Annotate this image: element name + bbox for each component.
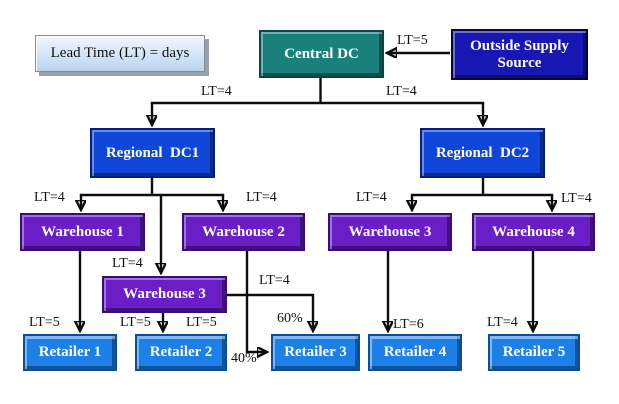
node-outside-supply-source-label: Outside Supply Source — [470, 37, 573, 71]
edge-label-w2-to-r3-pct: 60% — [277, 311, 303, 326]
legend-label: Lead Time (LT) = days — [50, 45, 190, 61]
node-retailer-3-label: Retailer 3 — [284, 344, 347, 361]
node-retailer-4-label: Retailer 4 — [383, 344, 447, 361]
node-retailer-4: Retailer 4 — [368, 334, 462, 371]
node-retailer-1-label: Retailer 1 — [38, 344, 102, 361]
node-warehouse-4: Warehouse 4 — [472, 213, 595, 251]
node-retailer-5: Retailer 5 — [488, 334, 580, 371]
edge-label-dc1-to-w3mid: LT=4 — [112, 256, 143, 271]
edge-label-w4-to-r5: LT=4 — [487, 315, 518, 330]
node-regional-dc2: Regional DC2 — [420, 128, 545, 178]
node-retailer-1: Retailer 1 — [23, 334, 117, 371]
node-warehouse-4-label: Warehouse 4 — [492, 223, 575, 240]
edge-label-w3-to-r4: LT=6 — [393, 317, 424, 332]
edge-label-w3mid-to-r2: LT=5 — [120, 315, 151, 330]
node-regional-dc1-label: Regional DC1 — [105, 144, 200, 161]
node-warehouse-3-mid-label: Warehouse 3 — [123, 286, 206, 303]
legend-lead-time: Lead Time (LT) = days — [35, 35, 205, 72]
node-warehouse-3-mid: Warehouse 3 — [102, 276, 227, 313]
edge-label-outside-to-central: LT=5 — [397, 33, 428, 48]
edge-label-central-to-dc2: LT=4 — [386, 84, 417, 99]
edge-label-dc2-to-w3: LT=4 — [356, 190, 387, 205]
node-central-dc: Central DC — [259, 30, 384, 78]
node-retailer-5-label: Retailer 5 — [502, 344, 566, 361]
node-retailer-3: Retailer 3 — [271, 334, 360, 371]
edge-w2-to-r3 — [246, 293, 313, 330]
node-warehouse-2: Warehouse 2 — [182, 213, 305, 251]
node-regional-dc2-label: Regional DC2 — [435, 144, 530, 161]
node-warehouse-1: Warehouse 1 — [20, 213, 145, 251]
edge-label-dc1-to-w2: LT=4 — [246, 190, 277, 205]
node-retailer-2: Retailer 2 — [135, 334, 227, 371]
edge-label-w2-to-r3-lt: LT=4 — [259, 273, 290, 288]
edge-label-dc1-to-w1: LT=4 — [34, 190, 65, 205]
node-outside-supply-source: Outside Supply Source — [451, 29, 588, 80]
edge-w3mid-to-r3 — [245, 294, 266, 352]
node-retailer-2-label: Retailer 2 — [149, 344, 213, 361]
edge-label-dc2-to-w4: LT=4 — [561, 191, 592, 206]
edge-label-w1-to-r1: LT=5 — [29, 315, 60, 330]
node-warehouse-1-label: Warehouse 1 — [41, 223, 124, 240]
node-warehouse-3-label: Warehouse 3 — [348, 223, 432, 240]
node-central-dc-label: Central DC — [284, 45, 359, 62]
edge-label-w3mid-to-r3-pct: 40% — [231, 351, 257, 366]
node-warehouse-2-label: Warehouse 2 — [202, 223, 285, 240]
edge-label-central-to-dc1: LT=4 — [201, 84, 232, 99]
edge-label-w3mid-to-r3-lt: LT=5 — [186, 315, 217, 330]
node-regional-dc1: Regional DC1 — [90, 128, 215, 178]
node-warehouse-3: Warehouse 3 — [328, 213, 452, 251]
